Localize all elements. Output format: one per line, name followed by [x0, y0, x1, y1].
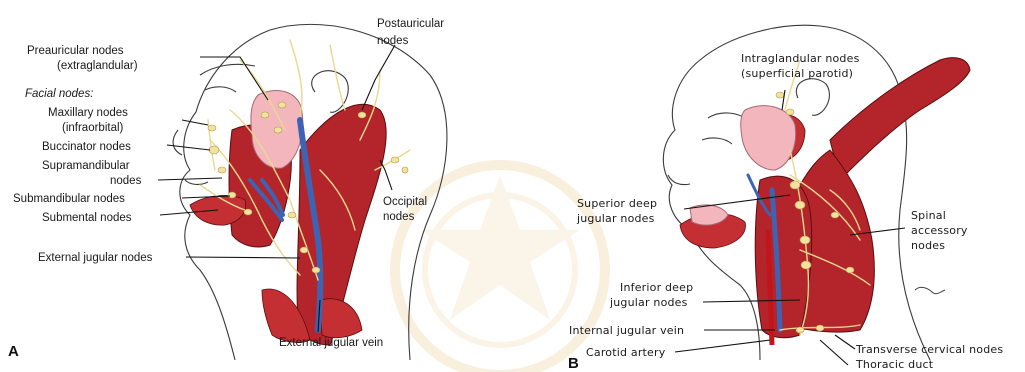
label-superior-deep-line1: Superior deep: [577, 197, 657, 210]
label-facial-nodes-heading: Facial nodes:: [25, 88, 93, 100]
label-buccinator: Buccinator nodes: [42, 141, 131, 153]
label-maxillary-line1: Maxillary nodes: [48, 107, 128, 119]
panel-a-letter: A: [8, 343, 19, 360]
label-occipital-line1: Occipital: [383, 196, 427, 208]
label-preauricular-line1: Preauricular nodes: [27, 45, 124, 57]
artist-signature: [915, 287, 945, 293]
parotid-gland-b: [741, 106, 796, 170]
neck-muscles-b: [755, 176, 811, 337]
panel-b-letter: B: [568, 355, 579, 372]
label-supramandibular-line2: nodes: [110, 175, 142, 187]
label-external-jugular-vein: External jugular vein: [279, 337, 383, 349]
label-spinal-line3: nodes: [911, 239, 945, 252]
label-supramandibular-line1: Supramandibular: [42, 160, 130, 172]
label-submental: Submental nodes: [42, 212, 132, 224]
label-occipital-line2: nodes: [383, 211, 415, 223]
label-spinal-line1: Spinal: [911, 209, 946, 222]
panel-a-labels: Preauricular nodes (extraglandular) Post…: [8, 18, 444, 360]
label-intraglandular-line2: (superficial parotid): [741, 67, 853, 80]
label-spinal-line2: accessory: [911, 224, 968, 237]
label-postauricular-line2: nodes: [377, 35, 409, 47]
label-inferior-deep-line2: jugular nodes: [609, 296, 688, 309]
label-external-jugular-nodes: External jugular nodes: [38, 252, 153, 264]
label-internal-jugular-vein: Internal jugular vein: [569, 324, 684, 337]
ear-b: [796, 79, 829, 116]
label-carotid-artery: Carotid artery: [586, 346, 666, 359]
label-maxillary-line2: (infraorbital): [62, 122, 124, 134]
label-submandibular: Submandibular nodes: [13, 193, 125, 205]
label-inferior-deep-line1: Inferior deep: [620, 281, 693, 294]
label-postauricular-line1: Postauricular: [377, 18, 444, 30]
label-transverse-cervical: Transverse cervical nodes: [855, 343, 1003, 356]
label-preauricular-line2: (extraglandular): [57, 60, 138, 72]
label-intraglandular-line1: Intraglandular nodes: [741, 52, 860, 65]
ear-a: [312, 71, 349, 113]
label-superior-deep-line2: jugular nodes: [576, 212, 655, 225]
label-thoracic-duct: Thoracic duct: [855, 358, 934, 371]
